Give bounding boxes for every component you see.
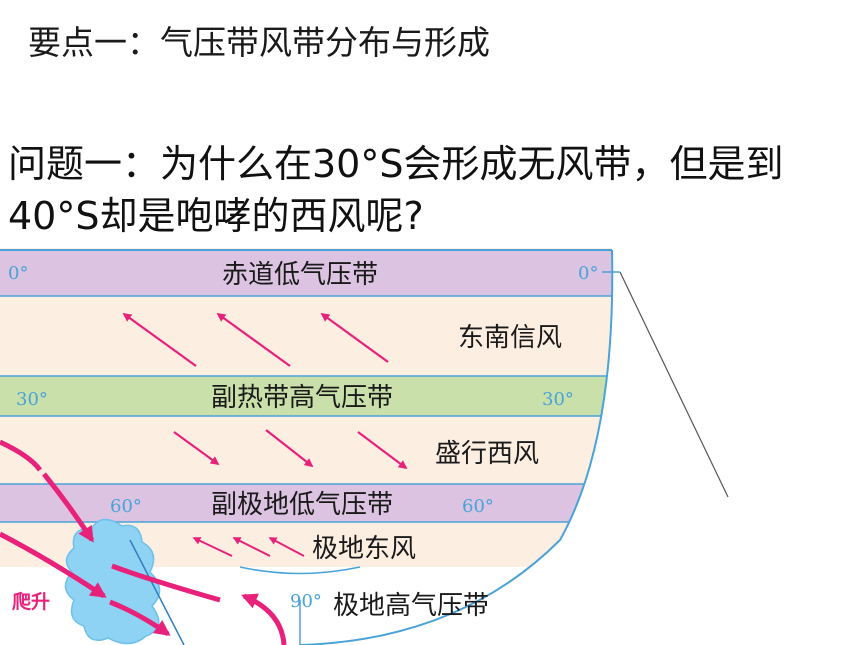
frontal-line [129,539,185,645]
label-equatorial-low: 赤道低气压带 [222,260,378,290]
lat-60-right: 60° [462,496,494,517]
lat-90: 90° [290,591,322,612]
question-text: 问题一：为什么在30°S会形成无风带，但是到40°S却是咆哮的西风呢? [8,142,784,238]
westerly-arrow [173,431,220,466]
lat-30-right: 30° [542,389,574,410]
trade-wind-arrow [320,312,389,363]
label-subpolar-low: 副极地低气压带 [211,490,393,520]
label-westerlies: 盛行西风 [435,439,539,469]
westerly-arrow [265,429,314,468]
polar-easterly-arrow [192,537,233,557]
polar-easterly-arrow [232,537,271,557]
lat-60-left: 60° [110,496,142,517]
label-polar-high: 极地高气压带 [333,591,489,621]
band-subtropical-high [0,376,613,416]
label-polar-easterlies: 极地东风 [312,534,416,564]
band-subpolar-low [0,484,613,522]
globe-outline [299,249,614,645]
lat-30-left: 30° [16,389,48,410]
rising-air-arrow [0,531,107,599]
trade-wind-arrow [216,312,291,367]
lat-0-right: 0° [578,263,598,284]
rising-air-arrow [111,563,221,603]
rising-air-arrow [42,472,95,543]
lat-0-left: 0° [8,263,28,284]
rising-air-arrow [109,599,171,637]
band-equatorial-low [0,250,613,296]
slide-heading: 要点一：气压带风带分布与形成 [28,23,490,62]
polar-easterly-arrow [268,537,305,557]
label-subtropical-high: 副热带高气压带 [211,383,393,413]
label-se-trade: 东南信风 [458,323,562,353]
cold-air-arrow [241,593,287,645]
westerly-arrow [357,431,408,470]
pointer-line [619,271,729,498]
trade-wind-arrow [122,312,197,367]
label-rising: 爬升 [11,590,50,613]
rising-air-arrow [0,439,43,472]
